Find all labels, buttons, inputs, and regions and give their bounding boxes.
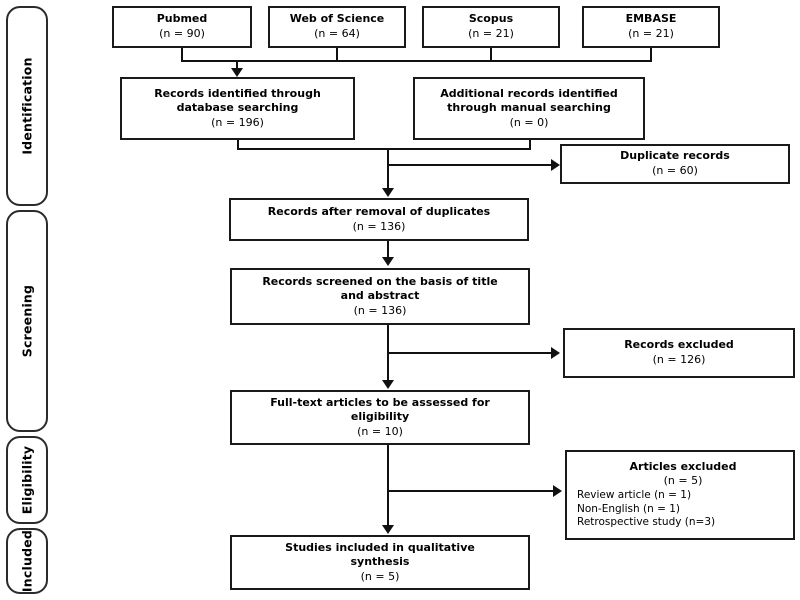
node-count: (n = 196) [211,115,264,129]
node-records-screened: Records screened on the basis of title a… [230,268,530,325]
node-title: Articles excluded [629,459,737,473]
node-count: (n = 136) [352,219,406,233]
source-count: (n = 21) [468,27,514,40]
node-title: Records screened on the basis of title a… [262,274,498,303]
arrowhead-to-included-studies [382,525,394,534]
source-name: Pubmed [156,12,208,26]
connector-after-duplicates-to-screened [387,241,389,259]
source-box-scopus: Scopus (n = 21) [422,6,560,48]
exclusion-reason-non-english: Non-English (n = 1) [577,502,680,515]
connector-wos-drop [336,48,338,62]
source-box-embase: EMBASE (n = 21) [582,6,720,48]
node-included-studies: Studies included in qualitative synthesi… [230,535,530,590]
stage-eligibility: Eligibility [6,436,48,524]
source-name: Web of Science [289,12,385,26]
arrowhead-to-database-search [231,68,243,77]
connector-manual-search-drop [529,140,531,150]
node-count: (n = 60) [652,164,698,177]
connector-embase-drop [650,48,652,62]
stage-identification: Identification [6,6,48,206]
connector-merge-bus [237,148,530,150]
exclusion-reason-retrospective-study: Retrospective study (n=3) [577,516,716,529]
connector-to-articles-excluded [387,490,555,492]
source-box-pubmed: Pubmed (n = 90) [112,6,252,48]
node-database-search: Records identified through database sear… [120,77,355,140]
node-count: (n = 5) [360,569,400,583]
source-count: (n = 90) [159,27,205,40]
node-count: (n = 5) [663,474,703,488]
stage-eligibility-label: Eligibility [19,445,35,515]
connector-full-text-trunk [387,445,389,527]
node-articles-excluded: Articles excluded (n = 5) Review article… [565,450,795,540]
node-count: (n = 136) [353,303,407,317]
source-name: EMBASE [625,12,677,26]
node-records-excluded: Records excluded (n = 126) [563,328,795,378]
exclusion-reason-review-article: Review article (n = 1) [577,488,692,501]
stage-included: Included [6,528,48,594]
connector-merge-trunk [387,148,389,190]
stage-screening: Screening [6,210,48,432]
arrowhead-to-full-text [382,380,394,389]
connector-sources-bus [181,60,652,62]
source-box-web-of-science: Web of Science (n = 64) [268,6,406,48]
arrowhead-to-duplicates [551,159,560,171]
node-manual-search: Additional records identified through ma… [413,77,645,140]
node-count: (n = 126) [652,353,706,366]
stage-identification-label: Identification [19,57,35,155]
node-count: (n = 10) [357,424,403,438]
arrowhead-to-records-excluded [551,347,560,359]
arrowhead-to-articles-excluded [553,485,562,497]
connector-to-records-excluded [387,352,553,354]
arrowhead-to-screened [382,257,394,266]
node-title: Studies included in qualitative synthesi… [285,540,475,569]
source-name: Scopus [468,12,514,26]
stage-included-label: Included [19,529,35,593]
node-title: Records excluded [624,338,734,352]
source-count: (n = 21) [628,27,674,40]
connector-database-search-drop [237,140,239,150]
node-title: Additional records identified through ma… [440,86,618,115]
node-full-text-articles: Full-text articles to be assessed for el… [230,390,530,445]
stage-screening-label: Screening [19,284,35,358]
connector-sources-to-database-search [236,60,238,72]
node-duplicate-records: Duplicate records (n = 60) [560,144,790,184]
node-title: Full-text articles to be assessed for el… [270,395,490,424]
node-title: Records after removal of duplicates [267,204,491,218]
connector-pubmed-drop [181,48,183,62]
source-count: (n = 64) [314,27,360,40]
node-title: Records identified through database sear… [154,86,321,115]
connector-to-duplicates [387,164,553,166]
arrowhead-to-after-duplicates [382,188,394,197]
node-after-duplicates: Records after removal of duplicates (n =… [229,198,529,241]
node-title: Duplicate records [620,149,730,163]
node-count: (n = 0) [509,115,549,129]
connector-scopus-drop [490,48,492,62]
